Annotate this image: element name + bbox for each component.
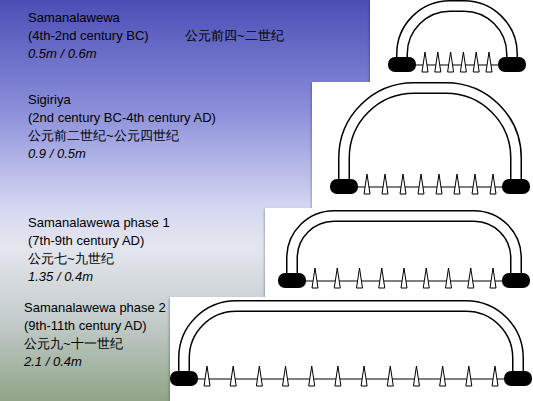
dimension: 0.5m / 0.6m: [28, 46, 97, 61]
base-line: [344, 186, 516, 187]
arch-tube: [402, 6, 512, 64]
arch-tube: [292, 216, 516, 280]
peg: [472, 174, 478, 194]
site-name: Sigiriya: [28, 92, 71, 107]
date-range: (4th-2nd century BC): [28, 28, 149, 43]
peg: [401, 268, 407, 288]
peg: [387, 366, 393, 386]
peg: [448, 52, 454, 72]
dimension: 0.9 / 0.5m: [28, 146, 86, 161]
arch-foot: [504, 371, 532, 386]
arch-tube: [344, 88, 516, 186]
peg: [436, 174, 442, 194]
date-range: (9th-11th century AD): [24, 318, 147, 333]
peg: [492, 366, 498, 386]
peg: [446, 268, 452, 288]
peg: [460, 52, 466, 72]
arch-foot: [278, 273, 306, 288]
peg: [440, 366, 446, 386]
peg: [454, 174, 460, 194]
arch-foot: [330, 179, 358, 194]
peg: [309, 366, 315, 386]
arch-foot: [498, 57, 526, 72]
arch-tube: [344, 88, 516, 186]
peg: [423, 268, 429, 288]
arch-foot: [170, 371, 198, 386]
peg: [312, 268, 318, 288]
peg: [400, 174, 406, 194]
arch-foot: [502, 273, 530, 288]
peg: [230, 366, 236, 386]
peg: [413, 366, 419, 386]
peg: [490, 174, 496, 194]
date-chinese: 公元前二世纪~公元四世纪: [28, 128, 179, 143]
peg: [379, 268, 385, 288]
peg: [283, 366, 289, 386]
arch-tube: [402, 6, 512, 64]
peg: [256, 366, 262, 386]
peg: [435, 52, 441, 72]
peg: [422, 52, 428, 72]
peg: [473, 52, 479, 72]
peg: [361, 366, 367, 386]
peg: [364, 174, 370, 194]
peg: [382, 174, 388, 194]
dimension: 2.1 / 0.4m: [24, 354, 82, 369]
date-range: (2nd century BC-4th century AD): [28, 110, 216, 125]
peg: [466, 366, 472, 386]
base-line: [402, 64, 512, 65]
peg: [418, 174, 424, 194]
peg: [468, 268, 474, 288]
date-chinese: 公元七~九世纪: [28, 251, 114, 266]
peg: [357, 268, 363, 288]
arch-foot: [502, 179, 530, 194]
date-chinese: 公元九~十一世纪: [24, 336, 123, 351]
peg: [335, 366, 341, 386]
peg: [486, 52, 492, 72]
peg: [490, 268, 496, 288]
site-name: Samanalawewa phase 2: [24, 300, 166, 315]
arch-tube: [292, 216, 516, 280]
date-range: (7th-9th century AD): [28, 233, 144, 248]
peg: [204, 366, 210, 386]
arch-tube: [184, 306, 518, 378]
arch-tube: [184, 306, 518, 378]
dimension: 1.35 / 0.4m: [28, 269, 93, 284]
arch-foot: [388, 57, 416, 72]
date-chinese: 公元前四~二世纪: [185, 28, 284, 43]
site-name: Samanalawewa: [28, 10, 120, 25]
peg: [334, 268, 340, 288]
site-name: Samanalawewa phase 1: [28, 215, 170, 230]
